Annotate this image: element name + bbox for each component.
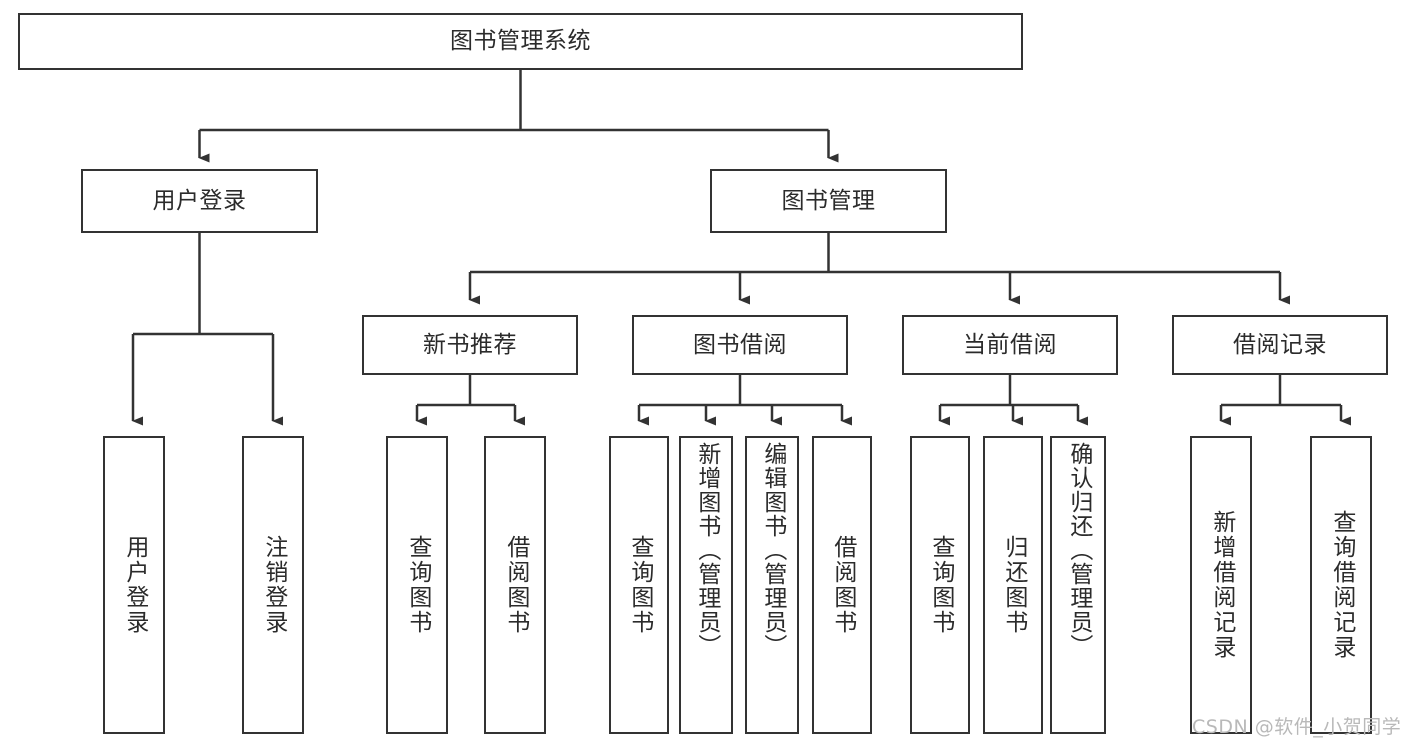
node-book-borrow-label: 图书借阅 xyxy=(693,331,787,358)
node-leaf-borrow-book-b[interactable]: 借阅图书 xyxy=(812,436,872,734)
node-book-manage[interactable]: 图书管理 xyxy=(710,169,947,233)
node-borrow-record[interactable]: 借阅记录 xyxy=(1172,315,1388,375)
node-leaf-query-book-b[interactable]: 查询图书 xyxy=(609,436,669,734)
node-root-label: 图书管理系统 xyxy=(450,28,591,55)
node-leaf-add-book-admin[interactable]: 新增图书（管理员） xyxy=(679,436,733,734)
node-leaf-add-borrow-record-label: 新增借阅记录 xyxy=(1208,510,1235,660)
edge-userlogin-to-leaves xyxy=(131,233,283,426)
node-leaf-add-book-admin-label: 新增图书（管理员） xyxy=(693,442,720,658)
node-book-borrow[interactable]: 图书借阅 xyxy=(632,315,848,375)
node-leaf-user-login-label: 用户登录 xyxy=(121,535,148,635)
node-borrow-record-label: 借阅记录 xyxy=(1233,331,1327,358)
edge-newbookrec-to-leaves xyxy=(415,375,525,426)
node-current-borrow[interactable]: 当前借阅 xyxy=(902,315,1118,375)
node-leaf-borrow-book-b-label: 借阅图书 xyxy=(829,535,856,635)
node-leaf-confirm-return-admin[interactable]: 确认归还（管理员） xyxy=(1050,436,1106,734)
node-user-login-label: 用户登录 xyxy=(152,187,247,214)
edge-currentborrow-to-leaves xyxy=(938,375,1088,426)
node-leaf-return-book[interactable]: 归还图书 xyxy=(983,436,1043,734)
node-leaf-query-book-rec-label: 查询图书 xyxy=(404,535,431,635)
node-current-borrow-label: 当前借阅 xyxy=(963,331,1057,358)
node-leaf-logout[interactable]: 注销登录 xyxy=(242,436,304,734)
csdn-watermark: CSDN @软件_小贺同学 xyxy=(1192,716,1402,738)
node-leaf-confirm-return-admin-label: 确认归还（管理员） xyxy=(1065,442,1092,658)
node-leaf-query-book-b-label: 查询图书 xyxy=(626,535,653,635)
node-leaf-edit-book-admin[interactable]: 编辑图书（管理员） xyxy=(745,436,799,734)
node-leaf-query-borrow-record-label: 查询借阅记录 xyxy=(1328,510,1355,660)
edge-bookmanage-to-level2 xyxy=(468,233,1290,305)
node-leaf-logout-label: 注销登录 xyxy=(260,535,287,635)
node-leaf-borrow-book-rec[interactable]: 借阅图书 xyxy=(484,436,546,734)
node-leaf-user-login[interactable]: 用户登录 xyxy=(103,436,165,734)
edge-bookborrow-to-leaves xyxy=(637,375,852,426)
node-book-manage-label: 图书管理 xyxy=(781,187,876,214)
node-leaf-return-book-label: 归还图书 xyxy=(1000,535,1027,635)
node-leaf-query-book-rec[interactable]: 查询图书 xyxy=(386,436,448,734)
node-leaf-add-borrow-record[interactable]: 新增借阅记录 xyxy=(1190,436,1252,734)
node-leaf-borrow-book-rec-label: 借阅图书 xyxy=(502,535,529,635)
node-user-login[interactable]: 用户登录 xyxy=(81,169,318,233)
node-leaf-query-book-c[interactable]: 查询图书 xyxy=(910,436,970,734)
node-root[interactable]: 图书管理系统 xyxy=(18,13,1023,70)
node-leaf-query-book-c-label: 查询图书 xyxy=(927,535,954,635)
node-leaf-edit-book-admin-label: 编辑图书（管理员） xyxy=(759,442,786,658)
node-new-book-rec-label: 新书推荐 xyxy=(423,331,517,358)
edge-borrowrecord-to-leaves xyxy=(1219,375,1351,426)
node-new-book-rec[interactable]: 新书推荐 xyxy=(362,315,578,375)
edge-root-to-level1 xyxy=(198,70,839,163)
node-leaf-query-borrow-record[interactable]: 查询借阅记录 xyxy=(1310,436,1372,734)
